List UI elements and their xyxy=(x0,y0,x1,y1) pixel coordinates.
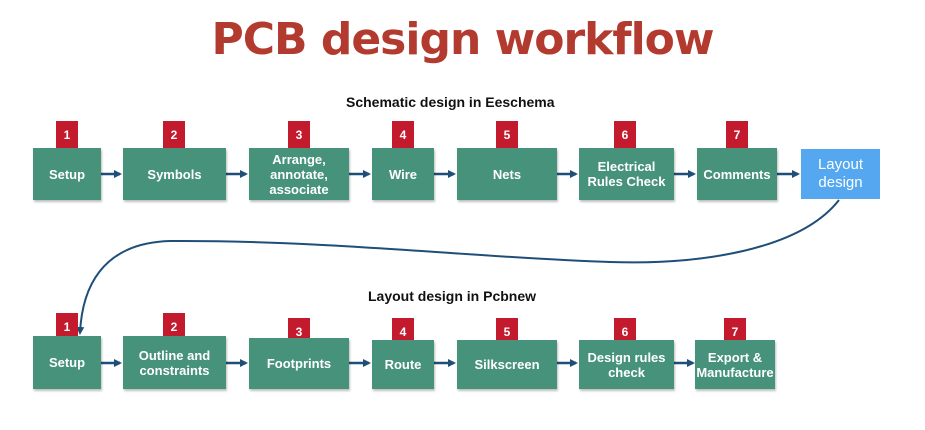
layout-step-setup[interactable]: Setup xyxy=(33,336,101,389)
layout-section-label: Layout design in Pcbnew xyxy=(368,288,537,304)
layout-design-handoff[interactable]: Layout design xyxy=(801,149,880,199)
layout-step-export[interactable]: Export & Manufacture xyxy=(695,340,775,389)
layout-step-footprints[interactable]: Footprints xyxy=(249,338,349,389)
schematic-step-4-badge: 4 xyxy=(392,121,414,148)
layout-step-silkscreen[interactable]: Silkscreen xyxy=(457,340,557,389)
schematic-step-1-badge: 1 xyxy=(56,121,78,148)
schematic-step-3-badge: 3 xyxy=(288,121,310,148)
schematic-step-erc[interactable]: Electrical Rules Check xyxy=(579,148,674,200)
layout-step-2-badge: 2 xyxy=(163,313,185,340)
layout-step-5-badge: 5 xyxy=(496,318,518,345)
schematic-step-2-badge: 2 xyxy=(163,121,185,148)
layout-step-7-badge: 7 xyxy=(724,318,746,345)
schematic-step-comments[interactable]: Comments xyxy=(697,148,777,200)
schematic-step-5-badge: 5 xyxy=(496,121,518,148)
layout-step-route[interactable]: Route xyxy=(372,340,434,389)
schematic-step-6-badge: 6 xyxy=(614,121,636,148)
layout-step-6-badge: 6 xyxy=(614,318,636,345)
schematic-step-symbols[interactable]: Symbols xyxy=(123,148,226,200)
schematic-step-wire[interactable]: Wire xyxy=(372,148,434,200)
schematic-section-label: Schematic design in Eeschema xyxy=(346,94,555,110)
layout-step-drc[interactable]: Design rules check xyxy=(579,340,674,389)
layout-step-1-badge: 1 xyxy=(56,313,78,340)
schematic-step-arrange[interactable]: Arrange, annotate, associate xyxy=(249,148,349,200)
layout-step-outline[interactable]: Outline and constraints xyxy=(123,336,226,389)
layout-step-4-badge: 4 xyxy=(392,318,414,345)
schematic-step-nets[interactable]: Nets xyxy=(457,148,557,200)
handoff-curve-arrow xyxy=(76,199,840,335)
page-title: PCB design workflow xyxy=(211,14,714,65)
schematic-step-setup[interactable]: Setup xyxy=(33,148,101,200)
schematic-step-7-badge: 7 xyxy=(726,121,748,148)
